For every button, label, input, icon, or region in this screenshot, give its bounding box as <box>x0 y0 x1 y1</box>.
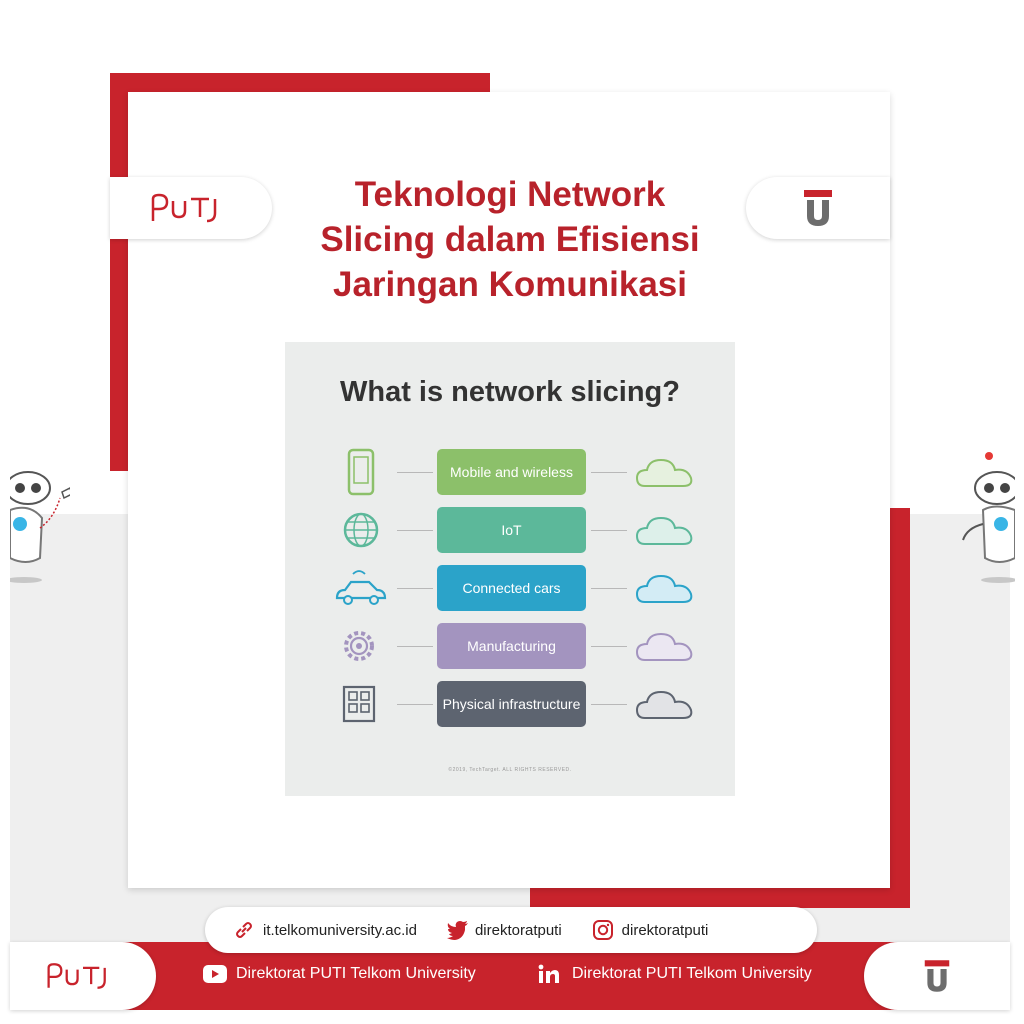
cloud-icon <box>635 516 693 545</box>
logo-pill-left <box>110 177 272 239</box>
instagram-icon <box>592 920 613 940</box>
arrow-line <box>591 472 627 473</box>
footer-logo-pill-right <box>864 942 1010 1010</box>
cloud-icon <box>635 574 693 603</box>
robot-mascot-right <box>962 452 1015 583</box>
linkedin-icon <box>538 964 559 983</box>
infographic-title: What is network slicing? <box>340 376 680 408</box>
robot-mascot-left <box>10 471 70 583</box>
youtube-link[interactable]: Direktorat PUTI Telkom University <box>202 964 476 984</box>
cloud-icon <box>635 690 693 719</box>
website-text: it.telkomuniversity.ac.id <box>263 921 417 939</box>
footer-bar <box>10 942 1010 1010</box>
link-icon <box>236 922 252 938</box>
slice-box-mobile: Mobile and wireless <box>437 449 586 495</box>
page-title: Teknologi Network Slicing dalam Efisiens… <box>240 172 780 307</box>
slice-box-connected-cars: Connected cars <box>437 565 586 611</box>
title-line-2: Slicing dalam Efisiensi <box>320 220 700 259</box>
arrow-line <box>397 704 433 705</box>
title-line-3: Jaringan Komunikasi <box>333 265 687 304</box>
globe-icon <box>343 512 379 548</box>
linkedin-text: Direktorat PUTI Telkom University <box>572 965 812 982</box>
twitter-link[interactable]: direktoratputi <box>446 920 562 940</box>
arrow-line <box>591 704 627 705</box>
arrow-line <box>397 472 433 473</box>
telkom-university-logo <box>924 960 950 992</box>
youtube-icon <box>203 965 227 983</box>
social-links-pill: it.telkomuniversity.ac.id direktoratputi… <box>205 907 817 953</box>
slice-box-physical-infrastructure: Physical infrastructure <box>437 681 586 727</box>
instagram-handle: direktoratputi <box>621 921 709 939</box>
twitter-icon <box>446 921 468 940</box>
arrow-line <box>591 530 627 531</box>
logo-pill-right <box>746 177 890 239</box>
website-link[interactable]: it.telkomuniversity.ac.id <box>233 919 417 941</box>
arrow-line <box>397 530 433 531</box>
gear-icon <box>344 631 374 661</box>
linkedin-link[interactable]: Direktorat PUTI Telkom University <box>538 964 812 984</box>
puti-logo <box>151 193 217 223</box>
building-icon <box>342 685 376 723</box>
puti-logo <box>47 963 106 989</box>
slice-box-iot: IoT <box>437 507 586 553</box>
arrow-line <box>591 588 627 589</box>
instagram-link[interactable]: direktoratputi <box>592 919 709 941</box>
twitter-handle: direktoratputi <box>474 921 562 939</box>
title-line-1: Teknologi Network <box>354 175 666 214</box>
infographic-copyright: ©2019, TechTarget. ALL RIGHTS RESERVED. <box>448 767 572 773</box>
youtube-text: Direktorat PUTI Telkom University <box>236 965 476 982</box>
arrow-line <box>591 646 627 647</box>
arrow-line <box>397 588 433 589</box>
telkom-university-logo <box>804 190 832 226</box>
network-slicing-infographic: What is network slicing? Mobile and wire… <box>285 342 735 796</box>
slice-box-manufacturing: Manufacturing <box>437 623 586 669</box>
connected-car-icon <box>335 570 387 605</box>
smartphone-icon <box>347 448 375 496</box>
arrow-line <box>397 646 433 647</box>
cloud-icon <box>635 458 693 487</box>
cloud-icon <box>635 632 693 661</box>
footer-logo-pill-left <box>10 942 156 1010</box>
